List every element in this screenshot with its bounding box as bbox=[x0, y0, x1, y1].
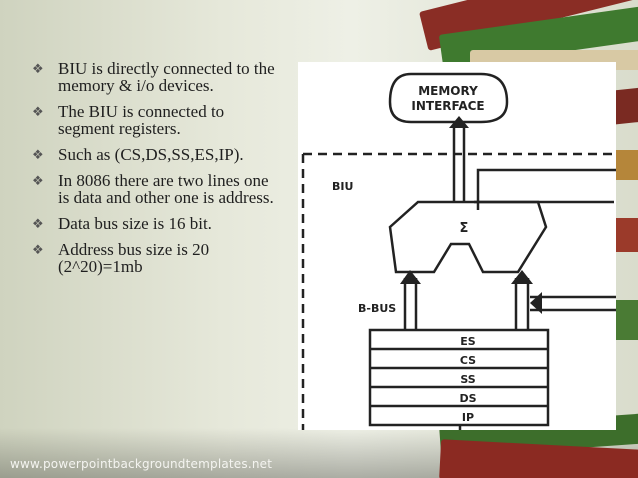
bullet-list: ❖BIU is directly connected to the memory… bbox=[30, 60, 275, 284]
register-ss: SS bbox=[460, 373, 475, 386]
right-adder-input bbox=[516, 278, 528, 330]
register-es: ES bbox=[460, 335, 476, 348]
memory-interface-label-1: MEMORY bbox=[418, 84, 478, 98]
bbus-arrow bbox=[405, 278, 416, 330]
biu-diagram-svg: MEMORY INTERFACE BIU Σ B-BUS ES CS SS DS… bbox=[298, 62, 616, 430]
register-stack bbox=[370, 330, 548, 425]
biu-diagram: MEMORY INTERFACE BIU Σ B-BUS ES CS SS DS… bbox=[298, 62, 616, 430]
memory-interface-label-2: INTERFACE bbox=[411, 99, 484, 113]
right-register-input bbox=[530, 297, 616, 310]
sigma-to-memory-arrow bbox=[454, 128, 464, 202]
bullet-item: ❖BIU is directly connected to the memory… bbox=[30, 60, 275, 94]
register-ip: IP bbox=[462, 411, 474, 424]
bullet-item: ❖Address bus size is 20 (2^20)=1mb bbox=[30, 241, 275, 275]
biu-label: BIU bbox=[332, 180, 353, 193]
sigma-label: Σ bbox=[460, 221, 469, 236]
diamond-bullet-icon: ❖ bbox=[32, 147, 44, 164]
memory-interface-box bbox=[390, 74, 507, 122]
bullet-item: ❖Such as (CS,DS,SS,ES,IP). bbox=[30, 146, 275, 163]
register-cs: CS bbox=[460, 354, 476, 367]
sigma-adder bbox=[390, 202, 546, 272]
diamond-bullet-icon: ❖ bbox=[32, 173, 44, 190]
bbus-label: B-BUS bbox=[358, 302, 396, 315]
register-ds: DS bbox=[459, 392, 476, 405]
bullet-item: ❖The BIU is connected to segment registe… bbox=[30, 103, 275, 137]
diamond-bullet-icon: ❖ bbox=[32, 61, 44, 78]
diamond-bullet-icon: ❖ bbox=[32, 104, 44, 121]
bullet-item: ❖Data bus size is 16 bit. bbox=[30, 215, 275, 232]
diamond-bullet-icon: ❖ bbox=[32, 216, 44, 233]
right-input-line bbox=[478, 170, 616, 202]
bullet-item: ❖In 8086 there are two lines one is data… bbox=[30, 172, 275, 206]
diamond-bullet-icon: ❖ bbox=[32, 242, 44, 259]
footer-url: www.powerpointbackgroundtemplates.net bbox=[10, 457, 272, 471]
